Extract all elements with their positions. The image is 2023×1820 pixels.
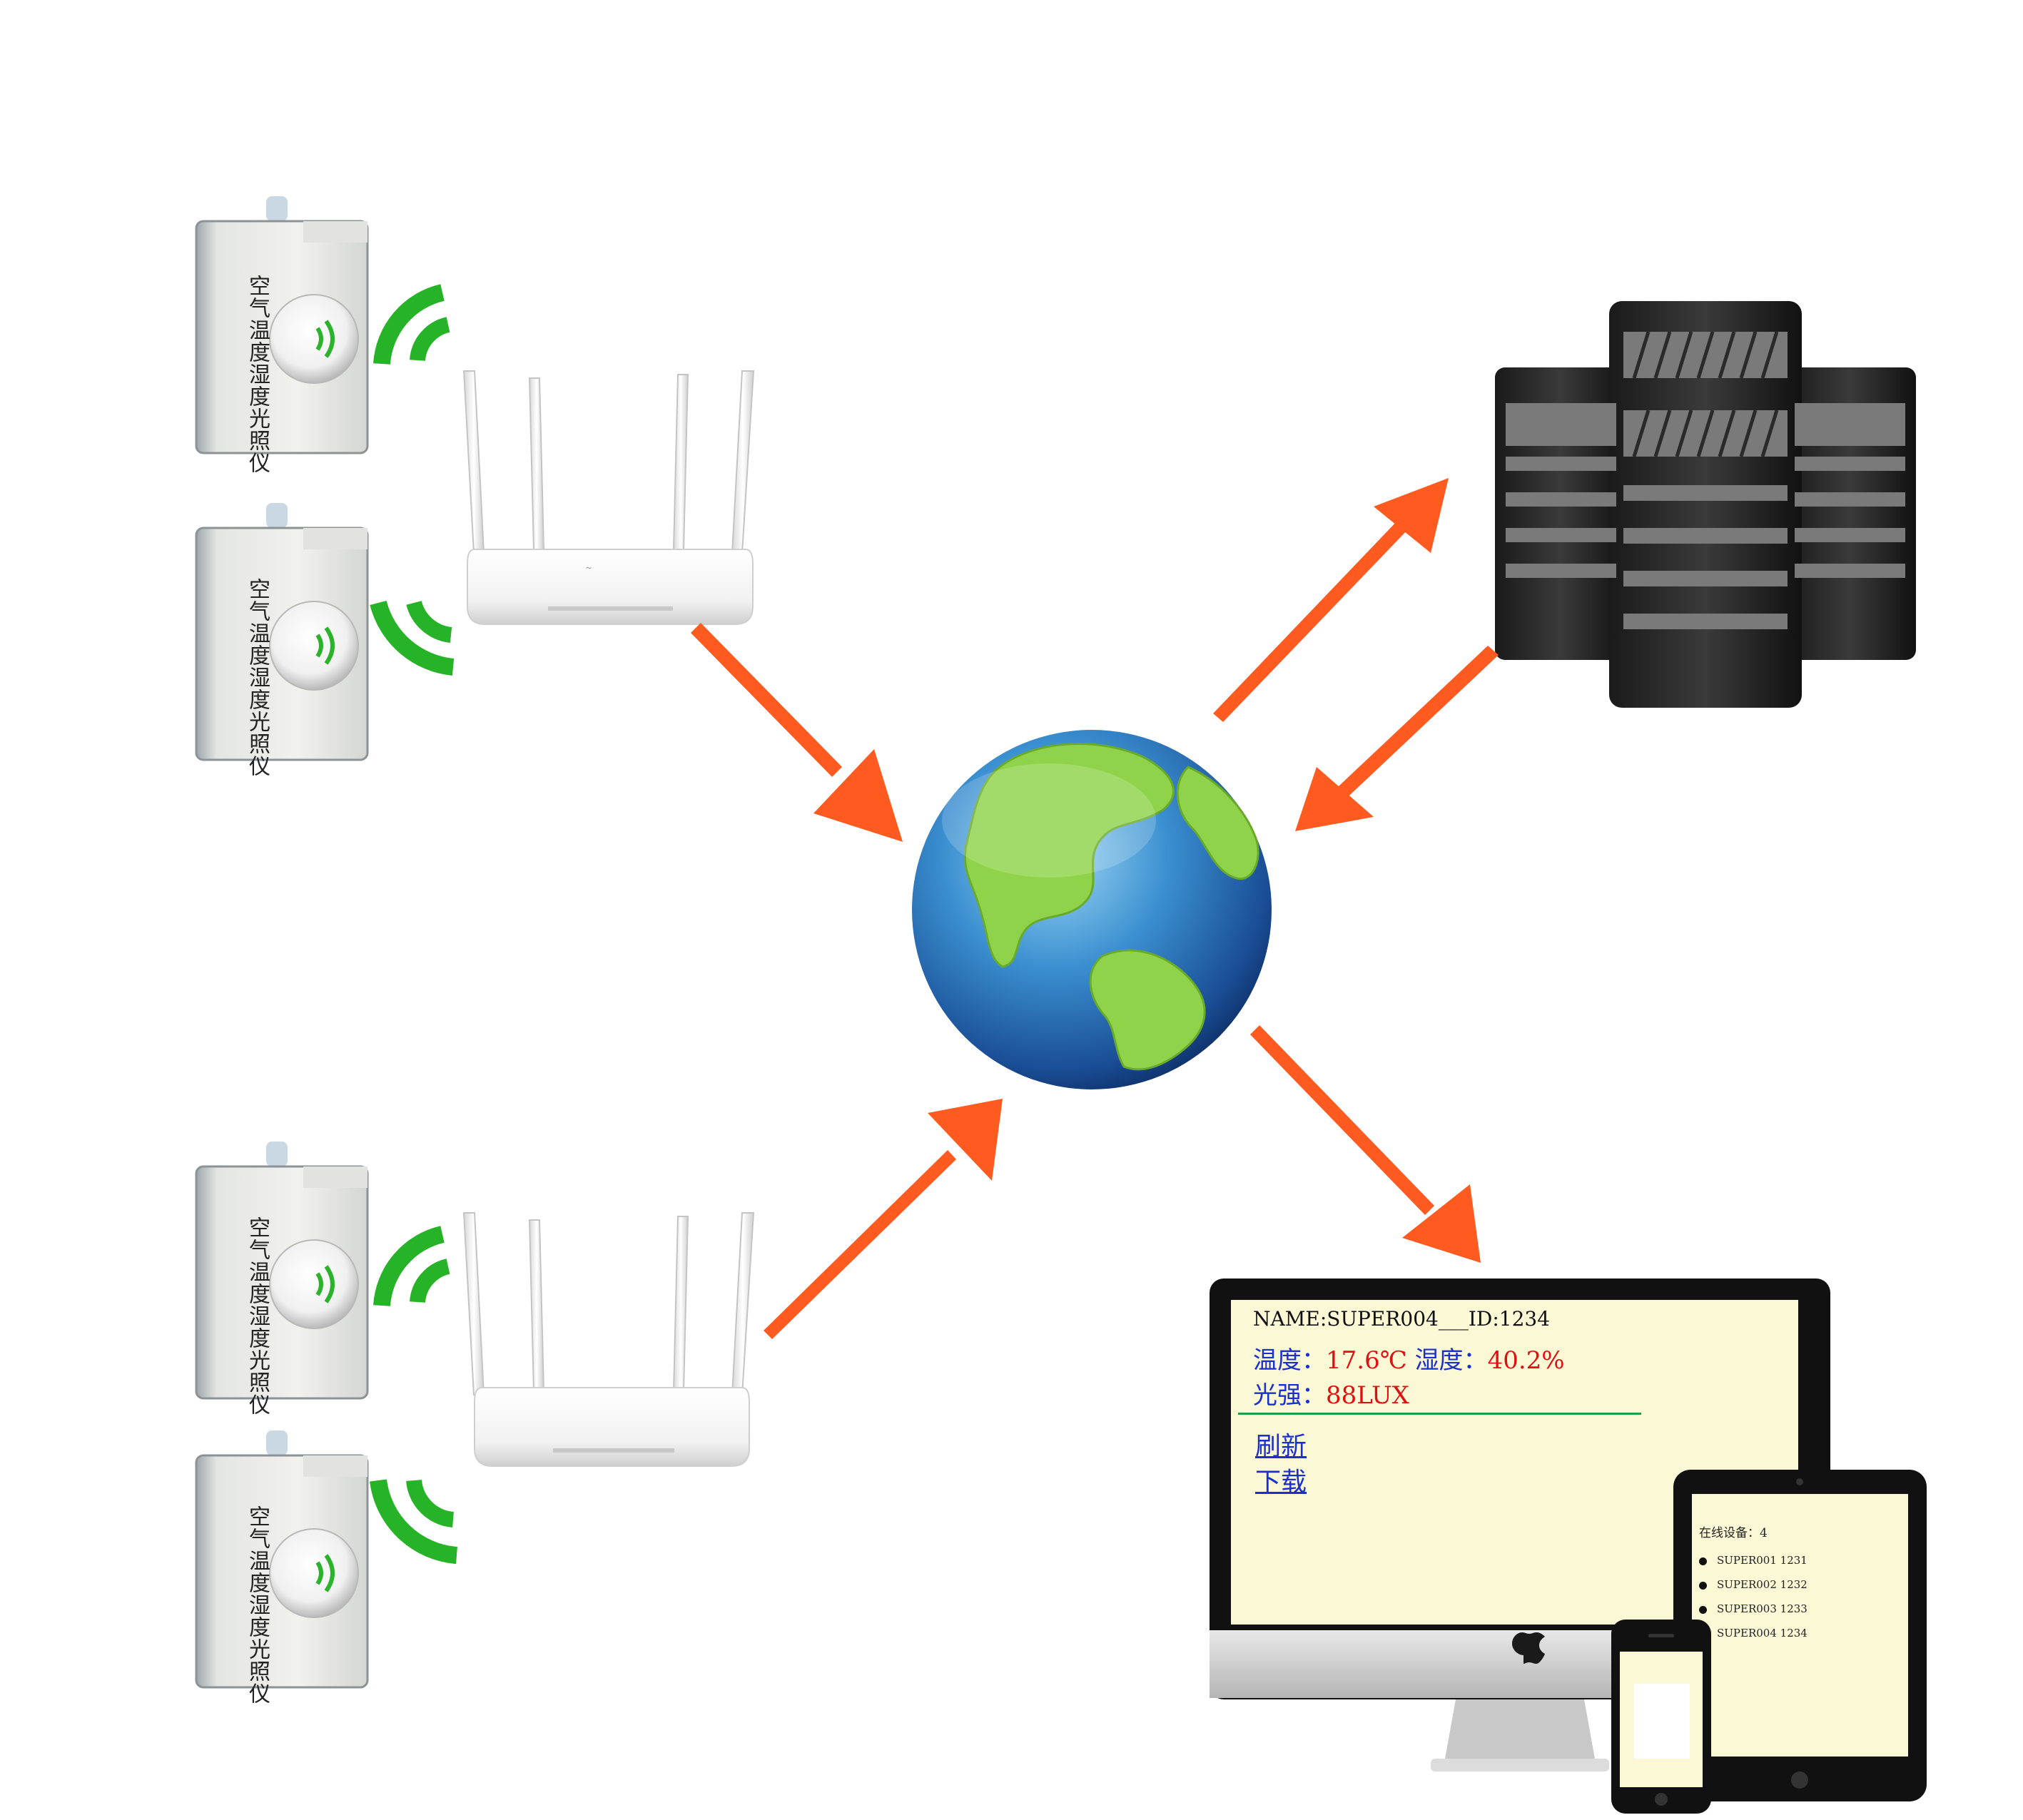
list-item[interactable]: SUPER003 1233	[1699, 1602, 1807, 1626]
svg-text:~: ~	[585, 563, 592, 573]
wifi-signal-icon	[373, 284, 450, 365]
server-rack-icon	[1495, 301, 1916, 708]
temperature-value: 17.6℃	[1326, 1346, 1407, 1375]
download-link[interactable]: 下载	[1255, 1468, 1307, 1497]
bullet-icon	[1699, 1557, 1707, 1565]
bullet-icon	[1699, 1605, 1707, 1614]
sensor-4-label: 空气温度湿度光照仪	[245, 1505, 270, 1704]
temperature-label: 温度：	[1253, 1346, 1326, 1375]
sensor-1-label: 空气温度湿度光照仪	[245, 275, 270, 474]
humidity-value: 40.2%	[1487, 1346, 1565, 1375]
temperature-humidity-readout: 温度：17.6℃ 湿度：40.2%	[1253, 1341, 1565, 1376]
sensor-4	[195, 1430, 369, 1689]
tablet-device	[1673, 1470, 1927, 1801]
smartphone-device	[1611, 1620, 1711, 1814]
bullet-icon	[1699, 1581, 1707, 1590]
light-readout: 光强：88LUX	[1253, 1376, 1409, 1410]
sensor-3	[195, 1142, 369, 1400]
arrow-globe-to-devices	[1250, 1025, 1481, 1263]
divider-line	[1238, 1413, 1641, 1415]
light-label: 光强：	[1253, 1381, 1326, 1410]
router-1: ~	[462, 370, 755, 625]
wifi-signal-icon	[370, 600, 455, 676]
online-devices-count: 在线设备：4	[1699, 1526, 1768, 1540]
sensor-2-label: 空气温度湿度光照仪	[245, 578, 270, 777]
apple-logo-icon	[1512, 1632, 1545, 1664]
arrow-server-to-globe	[1295, 646, 1499, 831]
device-list: SUPER001 1231 SUPER002 1232 SUPER003 123…	[1699, 1553, 1807, 1650]
router-2	[462, 1212, 755, 1467]
arrow-router1-to-globe	[691, 623, 903, 842]
wifi-signal-icon	[370, 1479, 458, 1564]
internet-globe-icon	[912, 730, 1272, 1089]
arrow-router2-to-globe	[764, 1099, 1003, 1339]
arrow-globe-to-server	[1213, 478, 1449, 722]
bullet-icon	[1699, 1630, 1707, 1638]
wifi-signal-icon	[373, 1226, 450, 1307]
sensor-3-label: 空气温度湿度光照仪	[245, 1216, 270, 1415]
device-name-id: NAME:SUPER004___ID:1234	[1253, 1307, 1551, 1331]
light-value: 88LUX	[1326, 1381, 1409, 1410]
sensor-1	[195, 196, 369, 454]
tablet-screen: 在线设备：4 SUPER001 1231 SUPER002 1232 SUPER…	[1692, 1494, 1908, 1757]
monitor-screen: NAME:SUPER004___ID:1234 温度：17.6℃ 湿度：40.2…	[1231, 1300, 1798, 1625]
list-item[interactable]: SUPER002 1232	[1699, 1577, 1807, 1602]
refresh-link[interactable]: 刷新	[1255, 1432, 1307, 1461]
sensor-2	[195, 503, 369, 761]
list-item[interactable]: SUPER001 1231	[1699, 1553, 1807, 1577]
humidity-label: 湿度：	[1414, 1346, 1488, 1375]
list-item[interactable]: SUPER004 1234	[1699, 1626, 1807, 1650]
